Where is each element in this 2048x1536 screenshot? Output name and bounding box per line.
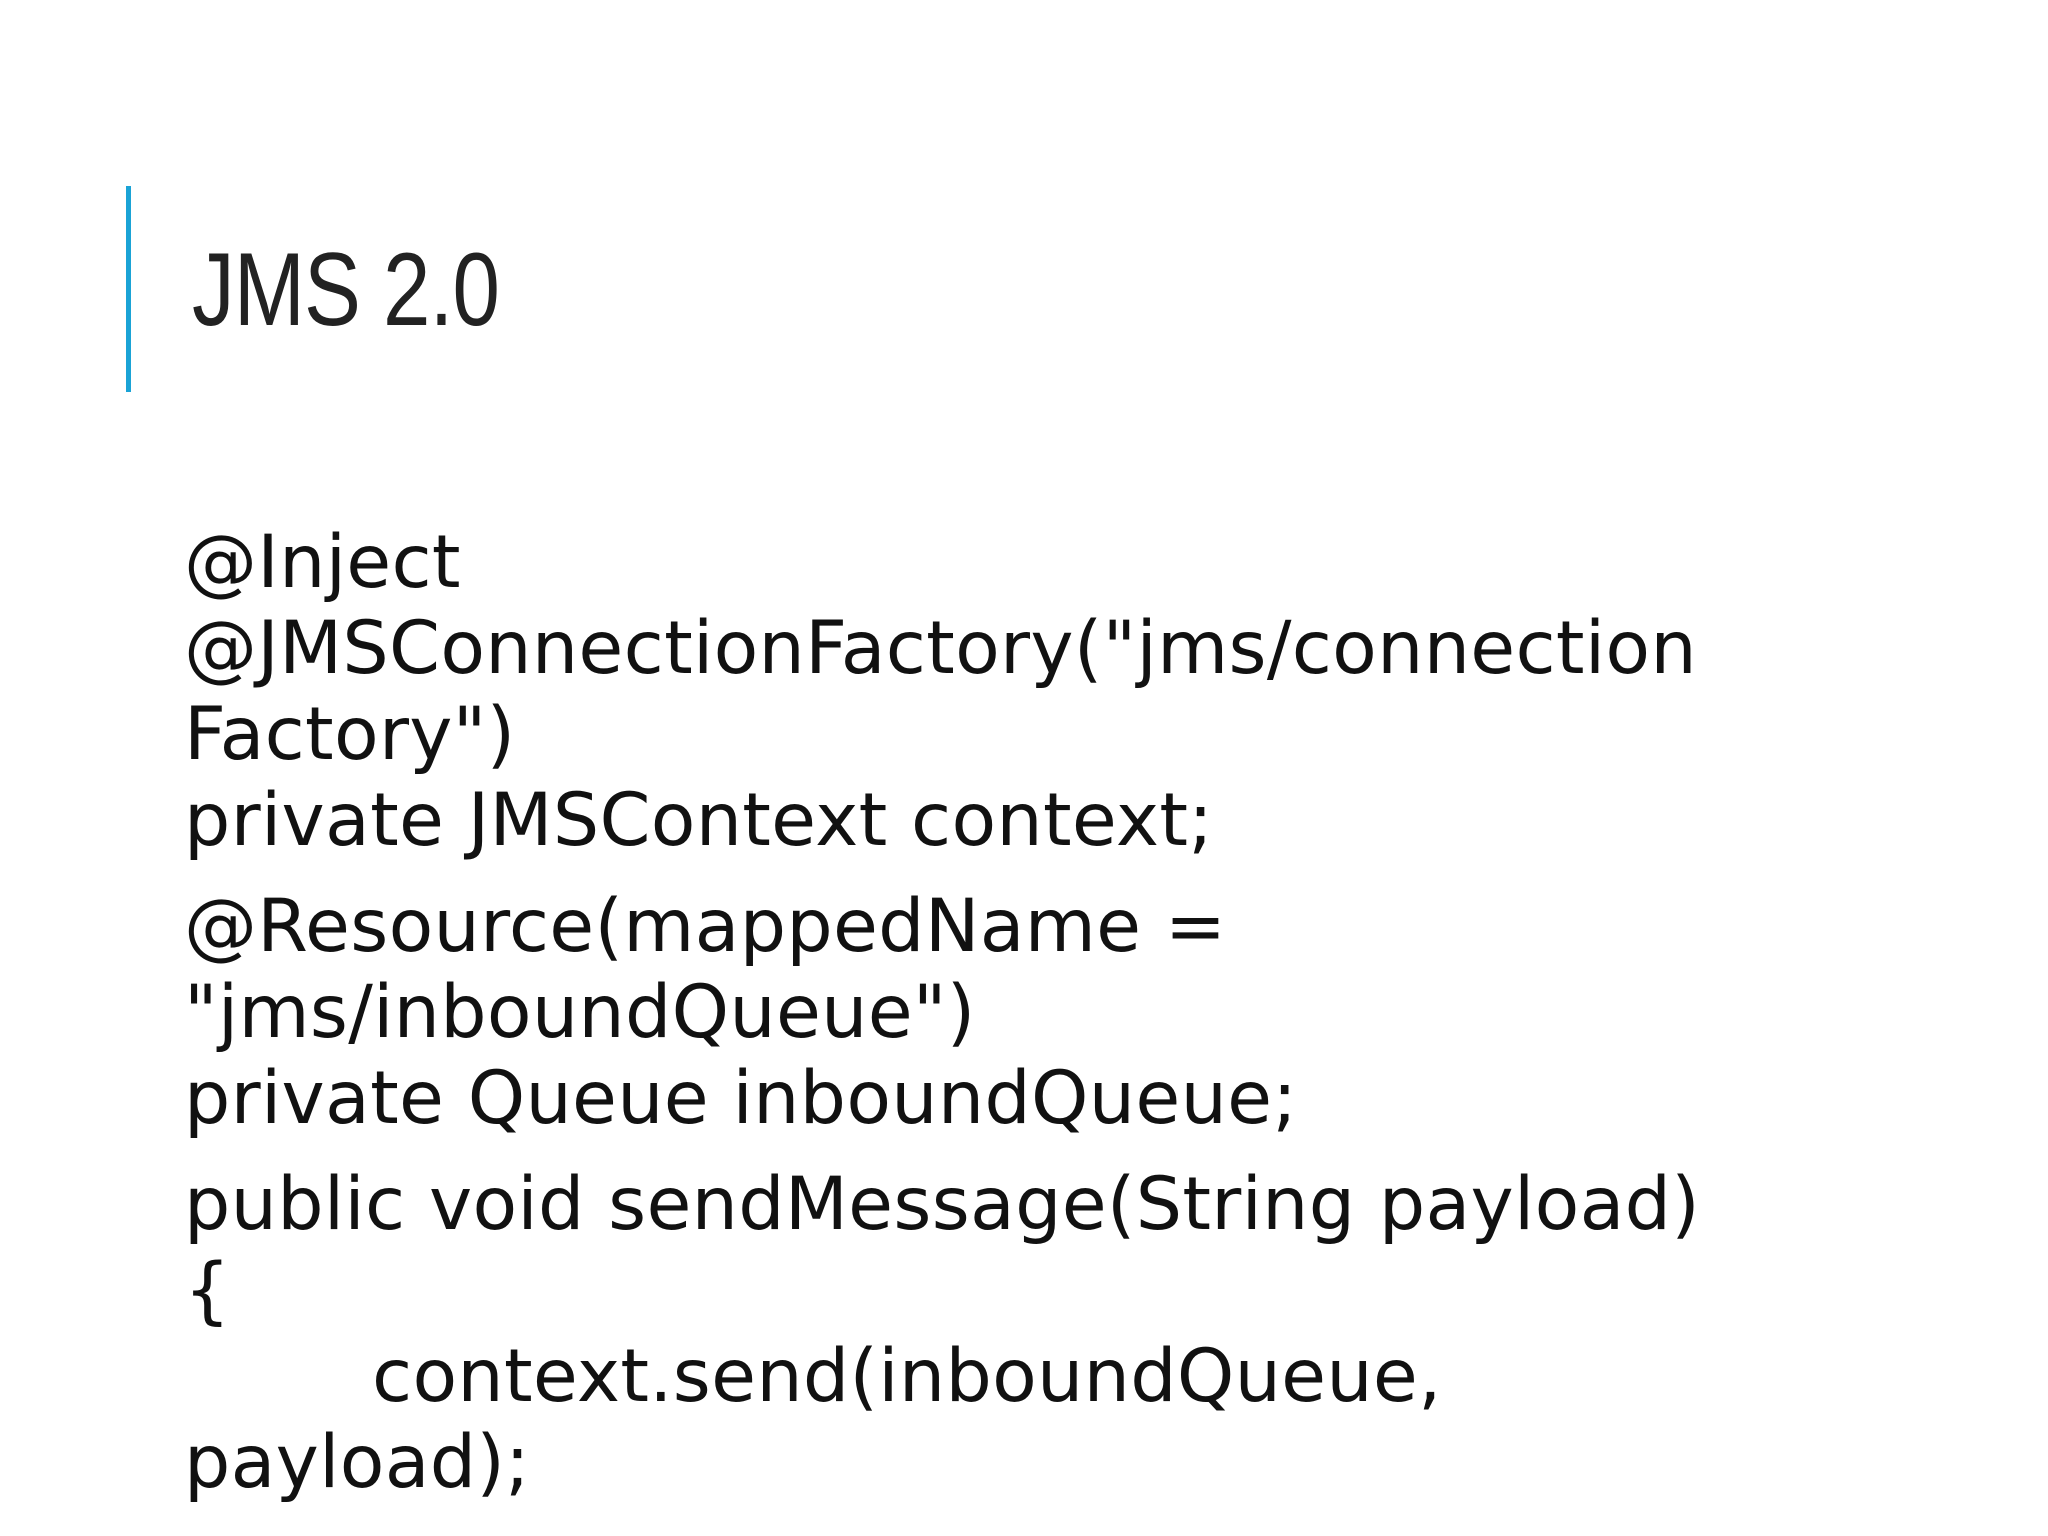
code-snippet: @Inject @JMSConnectionFactory("jms/conne… (184, 520, 1904, 1526)
code-line: payload); (184, 1420, 531, 1505)
code-block-resource: @Resource(mappedName = "jms/inboundQueue… (184, 884, 1904, 1142)
title-accent-bar (126, 186, 131, 392)
code-line: context.send(inboundQueue, (184, 1334, 1442, 1419)
code-line: private Queue inboundQueue; (184, 1056, 1298, 1141)
slide-title: JMS 2.0 (192, 232, 500, 348)
code-line: @JMSConnectionFactory("jms/connection (184, 606, 1697, 691)
code-block-injection: @Inject @JMSConnectionFactory("jms/conne… (184, 520, 1904, 864)
code-line: { (184, 1248, 231, 1333)
code-line: private JMSContext context; (184, 778, 1214, 863)
code-line: "jms/inboundQueue") (184, 970, 976, 1055)
code-line: @Inject (184, 520, 461, 605)
code-line: Factory") (184, 692, 516, 777)
code-line: public void sendMessage(String payload) (184, 1162, 1701, 1247)
code-block-send-message: public void sendMessage(String payload) … (184, 1162, 1904, 1506)
code-line: @Resource(mappedName = (184, 884, 1227, 969)
